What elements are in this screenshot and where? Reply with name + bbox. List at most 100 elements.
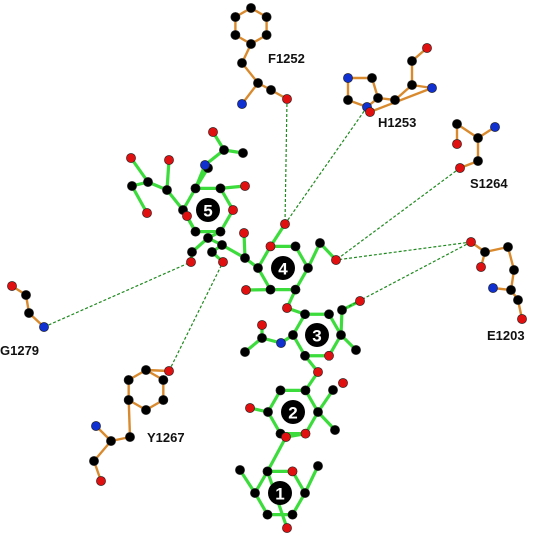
carbon-atom (300, 309, 310, 320)
carbon-atom (21, 290, 31, 300)
nitrogen-atom (237, 99, 247, 109)
carbon-atom (263, 407, 273, 417)
hydrogen-bond-line (168, 261, 224, 372)
carbon-atom (246, 39, 256, 49)
carbon-atom (407, 80, 417, 90)
carbon-atom (230, 12, 241, 22)
atoms-layer (7, 3, 527, 533)
carbon-atom (266, 85, 276, 95)
carbon-atom (337, 305, 347, 315)
carbon-atom (262, 466, 273, 477)
carbon-atom (473, 156, 483, 166)
residue-label-s1264: S1264 (470, 176, 508, 191)
oxygen-atom (96, 476, 106, 486)
oxygen-atom (265, 241, 276, 252)
oxygen-atom (7, 281, 17, 291)
carbon-atom (407, 56, 417, 66)
oxygen-atom (241, 285, 251, 295)
residue-label-f1252: F1252 (268, 51, 305, 66)
carbon-atom (127, 181, 137, 191)
carbon-atom (141, 405, 151, 415)
carbon-atom (158, 395, 169, 405)
carbon-atom (287, 509, 298, 520)
carbon-atom (351, 345, 361, 355)
carbon-atom (217, 240, 227, 250)
ligand-bond (265, 435, 288, 473)
oxygen-atom (455, 163, 465, 173)
oxygen-atom (142, 208, 152, 218)
carbon-atom (123, 395, 134, 405)
oxygen-atom (282, 523, 292, 533)
oxygen-atom (126, 153, 136, 163)
nitrogen-atom (39, 322, 49, 332)
carbon-atom (303, 263, 313, 273)
carbon-atom (190, 183, 201, 194)
residue-bond (368, 86, 434, 114)
ring-2-number: 2 (288, 404, 297, 423)
carbon-atom (257, 333, 267, 343)
oxygen-atom (338, 378, 348, 388)
residue-bond (127, 398, 132, 439)
carbon-atom (373, 93, 383, 103)
oxygen-atom (313, 367, 323, 377)
hydrogen-bond-line (43, 261, 192, 328)
ligand-bond (129, 156, 150, 184)
carbon-atom (190, 226, 201, 237)
oxygen-atom (282, 94, 292, 104)
carbon-atom (141, 365, 151, 375)
oxygen-atom (331, 255, 341, 265)
oxygen-atom (240, 181, 250, 191)
carbon-atom (24, 308, 34, 318)
oxygen-atom (182, 211, 192, 221)
carbon-atom (452, 119, 462, 129)
carbon-atom (246, 3, 256, 13)
hbonds-layer (43, 98, 472, 372)
oxygen-atom (452, 139, 462, 149)
carbon-atom (300, 385, 311, 396)
carbon-atom (506, 285, 516, 295)
carbon-atom (240, 253, 250, 263)
oxygen-atom (164, 366, 174, 376)
ring-4-number: 4 (278, 260, 288, 279)
ring-1-marker (268, 481, 292, 505)
nitrogen-atom (200, 160, 210, 170)
carbon-atom (262, 509, 273, 520)
ring-1-number: 1 (275, 485, 284, 504)
oxygen-atom (228, 205, 238, 215)
carbon-atom (215, 183, 226, 194)
carbon-atom (106, 436, 116, 446)
oxygen-atom (422, 43, 432, 53)
ligand-bond (303, 464, 320, 495)
oxygen-atom (186, 257, 196, 267)
carbon-atom (240, 347, 250, 357)
oxygen-atom (245, 403, 255, 413)
oxygen-atom (365, 107, 375, 117)
ligand-bond (130, 184, 149, 215)
carbon-atom (230, 30, 241, 40)
carbon-atom (237, 58, 247, 68)
ring-2-marker (281, 400, 305, 424)
carbon-atom (261, 12, 272, 22)
carbon-atom (207, 247, 217, 257)
carbon-atom (89, 456, 99, 466)
carbon-atom (219, 145, 229, 155)
oxygen-atom (208, 127, 218, 137)
oxygen-atom (239, 228, 249, 238)
carbon-atom (265, 284, 276, 295)
hydrogen-bond-line (335, 241, 472, 261)
carbon-atom (253, 78, 263, 88)
carbon-atom (480, 247, 490, 257)
ring-3-marker (305, 323, 329, 347)
ring-3-number: 3 (312, 327, 321, 346)
carbon-atom (253, 263, 263, 273)
oxygen-atom (300, 428, 311, 439)
carbon-atom (336, 330, 346, 340)
residue-label-y1267: Y1267 (147, 430, 185, 445)
nitrogen-atom (427, 83, 437, 93)
carbon-atom (313, 461, 323, 471)
oxygen-atom (257, 320, 267, 330)
oxygen-atom (466, 237, 476, 247)
ring-4-marker (271, 256, 295, 280)
oxygen-atom (218, 257, 228, 267)
